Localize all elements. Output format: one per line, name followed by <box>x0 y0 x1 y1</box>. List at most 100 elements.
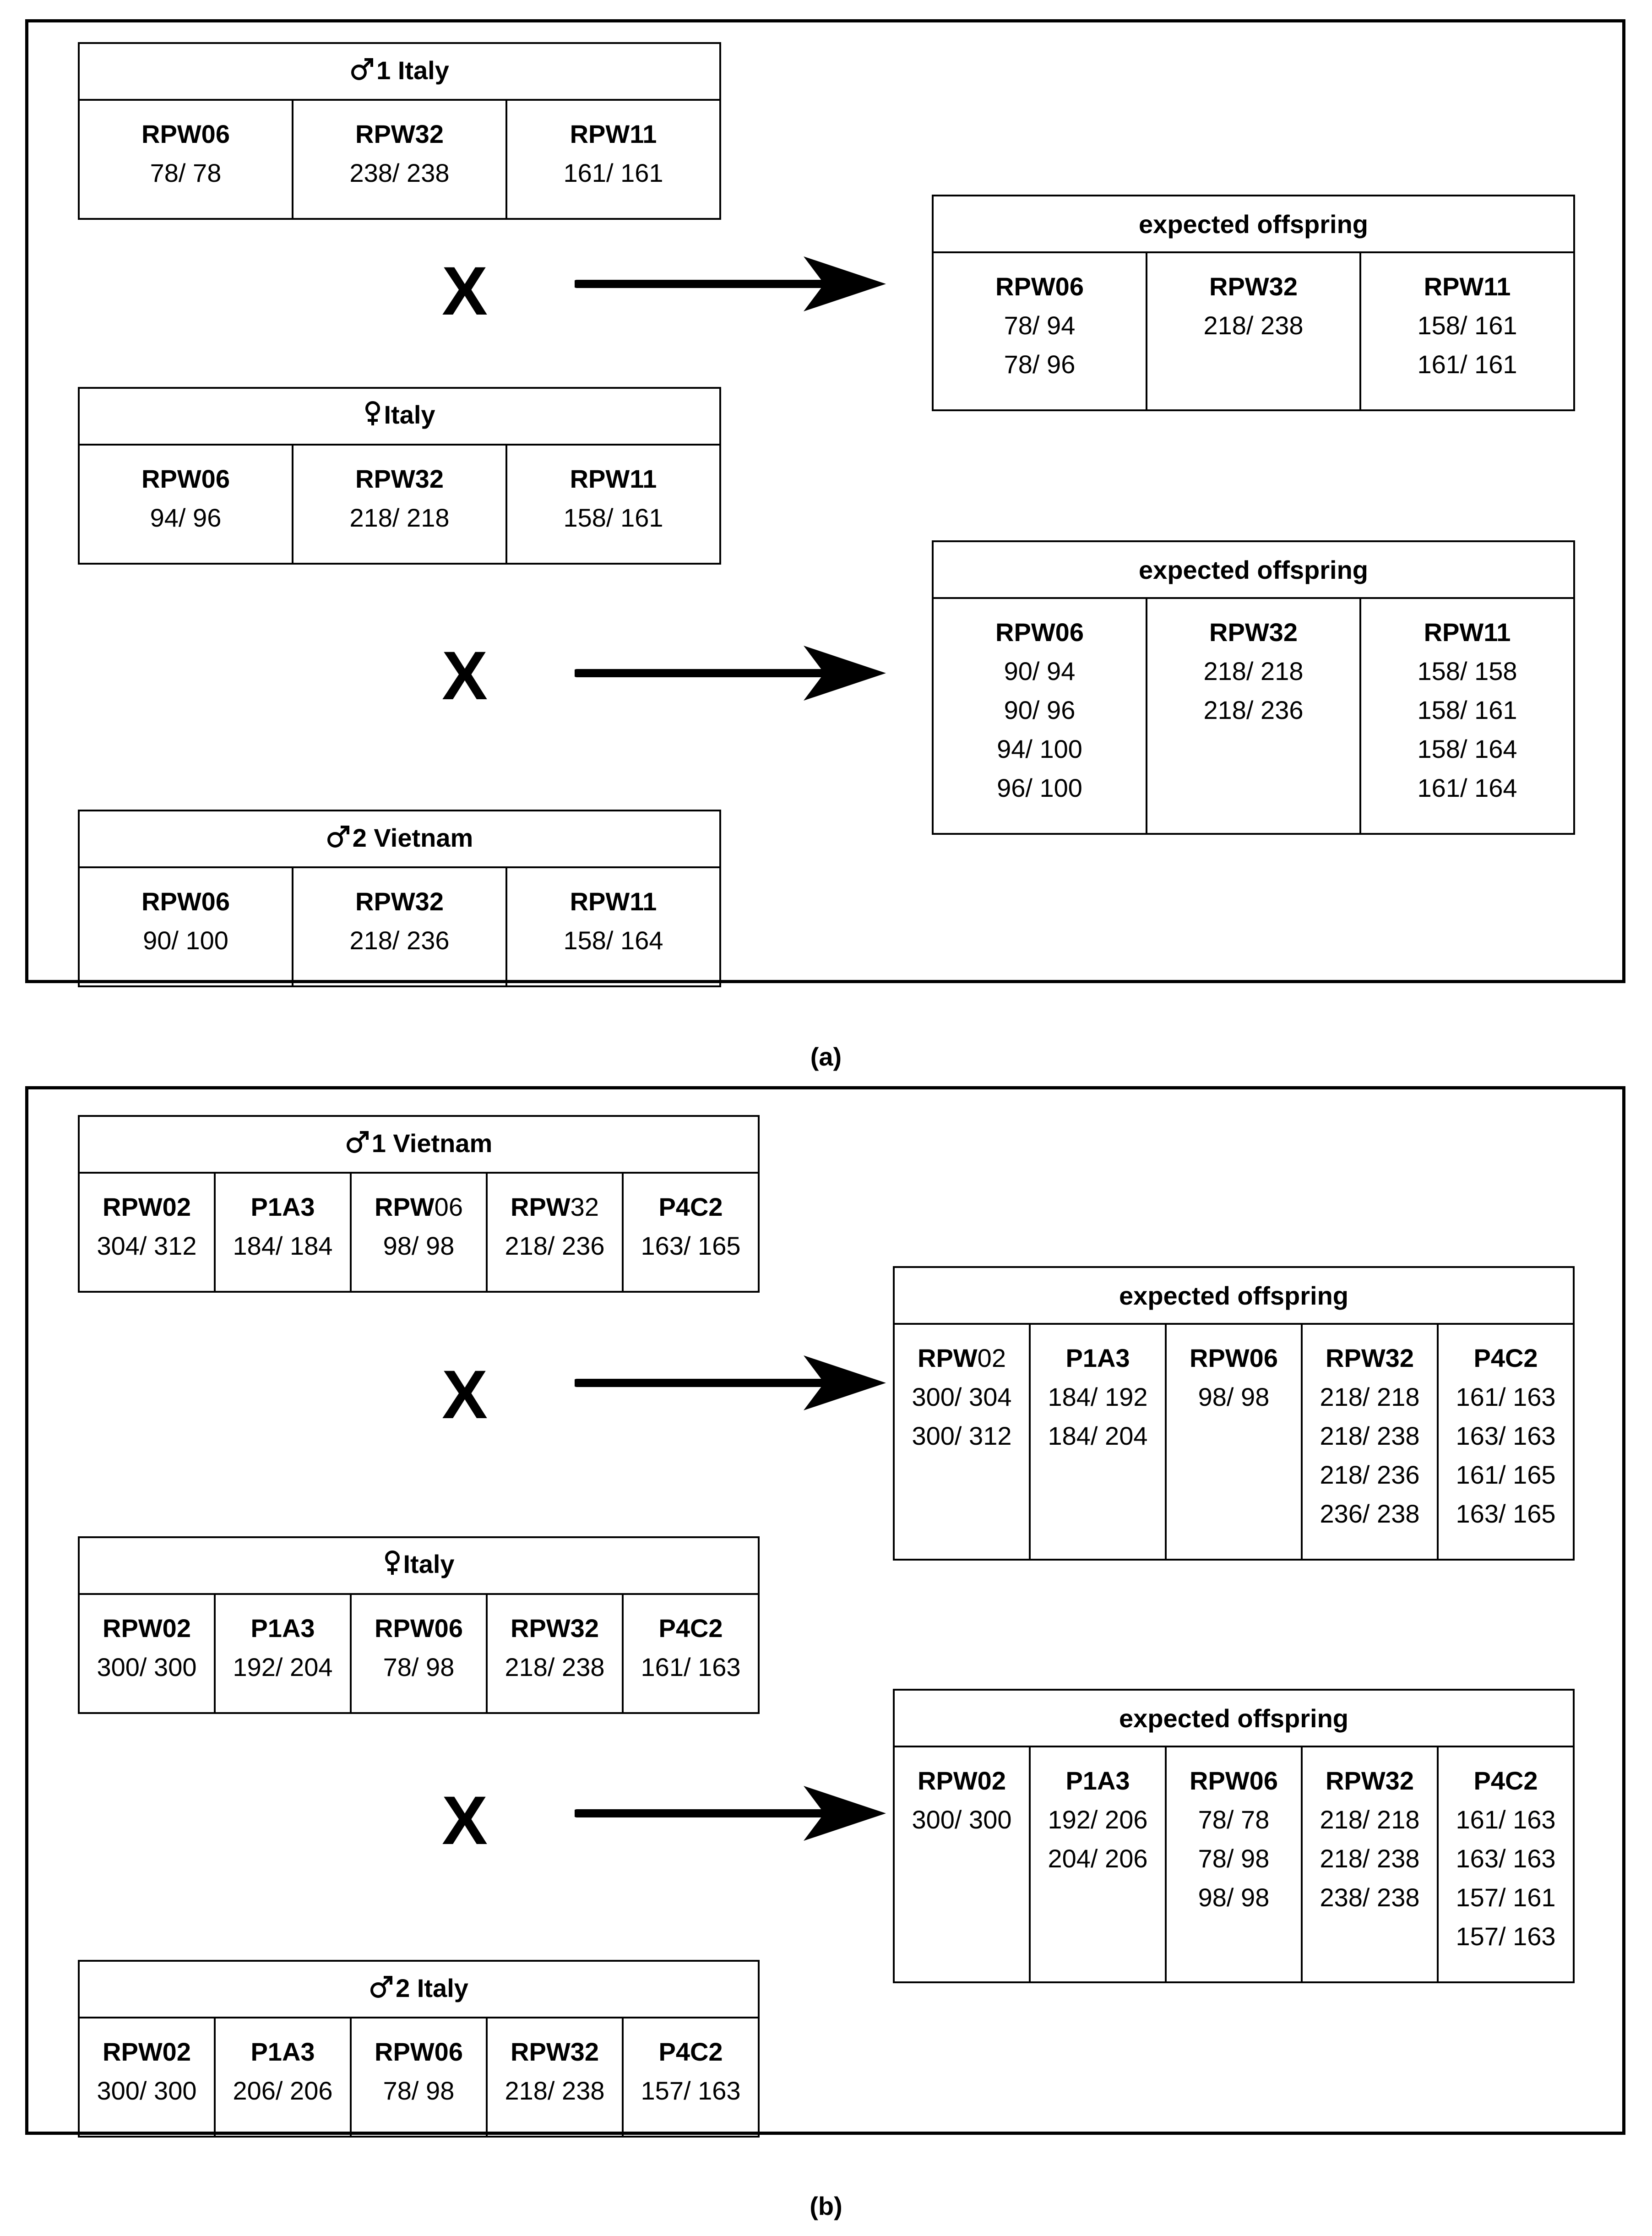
genotype-value: 158/ 161 <box>1417 696 1517 724</box>
genotype-value: 94/ 100 <box>997 734 1082 763</box>
female-icon <box>383 1550 402 1582</box>
locus-name: RPW32 <box>1209 618 1298 647</box>
male-1-icon <box>350 57 375 87</box>
locus-name: RPW32 <box>1209 272 1298 301</box>
arrow-a1 <box>575 256 886 311</box>
panel-b-label: (b) <box>810 2192 842 2220</box>
locus-name: RPW06 <box>141 464 230 493</box>
genotype-value: 300/ 312 <box>912 1421 1012 1450</box>
panel-a-frame <box>25 19 1625 983</box>
locus-column: RPW02 300/ 300 <box>893 1746 1031 1983</box>
locus-name: P1A3 <box>1065 1766 1130 1795</box>
locus-name: RPW11 <box>570 464 657 493</box>
genotype-value: 218/ 238 <box>1320 1421 1420 1450</box>
arrow-b2 <box>575 1786 886 1841</box>
locus-name: RPW06 <box>375 2037 463 2066</box>
genotype-value: 218/ 218 <box>1203 657 1304 685</box>
locus-name: RPW02 <box>103 1192 191 1221</box>
table-title: expected offspring <box>892 1689 1575 1747</box>
arrow-a2 <box>575 646 886 701</box>
locus-name: RPW06 <box>995 618 1084 647</box>
locus-name: RPW06 <box>995 272 1084 301</box>
genotype-value: 192/ 206 <box>1048 1805 1148 1834</box>
locus-name: P1A3 <box>250 2037 315 2066</box>
genotype-value: 78/ 78 <box>1198 1805 1270 1834</box>
table-title: 1 Italy <box>77 42 722 101</box>
genotype-value: 158/ 164 <box>1417 734 1517 763</box>
genotype-value: 94/ 96 <box>150 503 222 532</box>
genotype-value: 98/ 98 <box>1198 1883 1270 1912</box>
locus-name: RPW32 <box>511 2037 599 2066</box>
table-title-text: expected offspring <box>1139 209 1368 239</box>
genotype-value: 300/ 300 <box>912 1805 1012 1834</box>
table-title: expected offspring <box>931 195 1576 253</box>
genotype-value: 90/ 96 <box>1004 696 1076 724</box>
table-title: 2 Italy <box>77 1960 760 2018</box>
cross-mark-b1: X <box>442 1356 488 1433</box>
genotype-value: 158/ 161 <box>1417 311 1517 340</box>
genotype-value: 218/ 238 <box>1320 1844 1420 1873</box>
genotype-value: 78/ 98 <box>1198 1844 1270 1873</box>
locus-column: RPW06 78/ 94 78/ 96 <box>932 251 1147 411</box>
locus-name: RPW06 <box>141 887 230 916</box>
table-title: expected offspring <box>892 1266 1575 1325</box>
locus-name: RPW32 <box>1326 1766 1414 1795</box>
locus-name: P4C2 <box>658 1614 723 1643</box>
genotype-value: 78/ 98 <box>383 2076 455 2105</box>
table-title-text: expected offspring <box>1139 555 1368 584</box>
genotype-value: 161/ 163 <box>1456 1382 1556 1411</box>
locus-name: RPW02 <box>103 1614 191 1643</box>
genotype-value: 158/ 164 <box>563 926 663 955</box>
genotype-value: 238/ 238 <box>349 158 450 187</box>
genotype-value: 78/ 96 <box>1004 350 1076 379</box>
genotype-value: 192/ 204 <box>233 1653 333 1681</box>
genotype-value: 78/ 78 <box>150 158 222 187</box>
locus-name: RPW02 <box>918 1344 1006 1372</box>
genotype-value: 98/ 98 <box>383 1231 455 1260</box>
genotype-value: 300/ 300 <box>97 1653 197 1681</box>
locus-column: RPW02 300/ 304 300/ 312 <box>893 1323 1031 1561</box>
locus-name: P1A3 <box>250 1614 315 1643</box>
genotype-value: 163/ 165 <box>1456 1499 1556 1528</box>
table-title: Italy <box>77 387 722 446</box>
table-title: Italy <box>77 1536 760 1595</box>
locus-name: RPW06 <box>1190 1344 1278 1372</box>
genotype-value: 78/ 94 <box>1004 311 1076 340</box>
genotype-value: 157/ 163 <box>1456 1922 1556 1951</box>
genotype-value: 238/ 238 <box>1320 1883 1420 1912</box>
locus-name: RPW11 <box>570 120 657 148</box>
genotype-value: 90/ 100 <box>143 926 228 955</box>
locus-name: RPW02 <box>918 1766 1006 1795</box>
genotype-value: 161/ 161 <box>1417 350 1517 379</box>
locus-name: RPW02 <box>103 2037 191 2066</box>
table-title-text: Italy <box>403 1549 455 1578</box>
table-title-text: expected offspring <box>1119 1703 1348 1733</box>
table-title: 2 Vietnam <box>78 810 721 868</box>
locus-name: RPW06 <box>1190 1766 1278 1795</box>
genotype-value: 184/ 184 <box>233 1231 333 1260</box>
locus-name: RPW32 <box>511 1614 599 1643</box>
locus-name: RPW32 <box>1326 1344 1414 1372</box>
genotype-value: 218/ 218 <box>349 503 450 532</box>
genotype-value: 300/ 304 <box>912 1382 1012 1411</box>
